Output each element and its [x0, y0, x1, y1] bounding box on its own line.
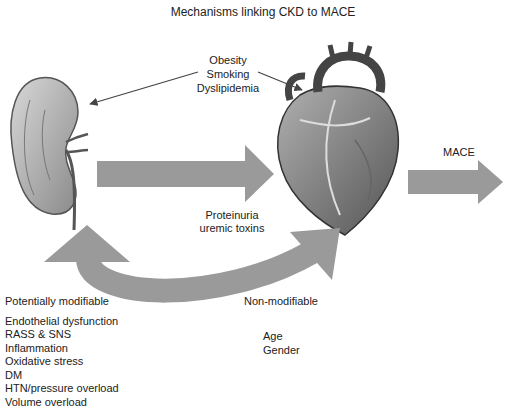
risk-factor: Dyslipidemia: [197, 82, 259, 95]
ureter-line: [66, 150, 75, 230]
outcome-label: MACE: [443, 146, 475, 159]
modifiable-factor: Volume overload: [5, 396, 87, 409]
mechanism-label: Proteinuria: [205, 209, 258, 222]
kidney-detail: [24, 100, 34, 195]
modifiable-factor: Inflammation: [5, 342, 68, 355]
modifiable-factor: HTN/pressure overload: [5, 382, 119, 395]
renal-vessel: [66, 134, 88, 142]
risk-factor: Obesity: [209, 54, 246, 67]
modifiable-factor: RASS & SNS: [5, 328, 71, 341]
modifiable-factor: Oxidative stress: [5, 355, 83, 368]
kidney-detail: [42, 110, 50, 180]
heart-detail: [355, 140, 371, 200]
risk-arrow: [90, 72, 198, 104]
non-modifiable-factor: Gender: [263, 344, 300, 357]
block-arrow: [97, 145, 274, 202]
kidney-illustration: [11, 78, 78, 215]
block-arrow: [408, 160, 503, 204]
risk-arrow: [258, 72, 302, 90]
heart-detail: [300, 118, 370, 125]
modifiable-factor: Endothelial dysfunction: [5, 315, 118, 328]
modifiable-factor: DM: [5, 369, 22, 382]
group-heading: Non-modifiable: [244, 295, 318, 308]
aortic-arch: [318, 56, 381, 92]
renal-vessel: [66, 150, 88, 152]
arch-vessel: [330, 42, 370, 58]
curved-arrow-head: [290, 228, 340, 280]
heart-detail: [326, 100, 340, 215]
curved-arrow-head: [44, 225, 130, 262]
heart-illustration: [278, 86, 399, 235]
group-heading: Potentially modifiable: [5, 295, 109, 308]
mechanism-label: uremic toxins: [200, 222, 265, 235]
diagram-title: Mechanisms linking CKD to MACE: [171, 5, 356, 19]
non-modifiable-factor: Age: [263, 330, 283, 343]
risk-factor: Smoking: [207, 68, 250, 81]
